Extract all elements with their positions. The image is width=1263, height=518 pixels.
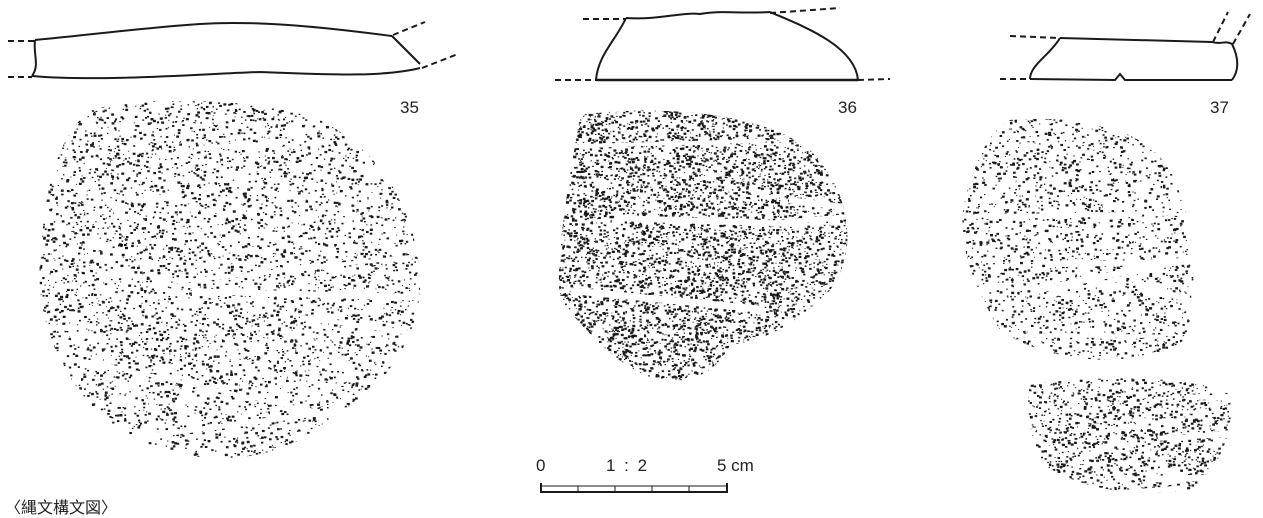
- artifact-drawings: [8, 7, 1251, 493]
- artifact-number-35: 35: [400, 98, 419, 117]
- scale-end-label: 5 cm: [717, 456, 754, 475]
- rubbing-37-lower: [1028, 378, 1231, 493]
- figure-caption: 〈縄文構文図〉: [5, 498, 118, 517]
- rubbing-36: [559, 110, 848, 381]
- scale-bar: [540, 483, 728, 493]
- rubbing-37-upper: [962, 118, 1194, 360]
- artifact-number-37: 37: [1210, 98, 1229, 117]
- profile-37: [1000, 11, 1251, 82]
- scale-zero-label: 0: [536, 456, 546, 475]
- artifact-number-36: 36: [838, 98, 857, 117]
- drawing-sheet: 35 36 37 0 1 : 2 5 cm 〈縄文構文図〉: [5, 7, 1251, 517]
- scale-ratio-label: 1 : 2: [606, 456, 650, 475]
- profile-35: [8, 21, 459, 80]
- profile-36: [555, 7, 891, 82]
